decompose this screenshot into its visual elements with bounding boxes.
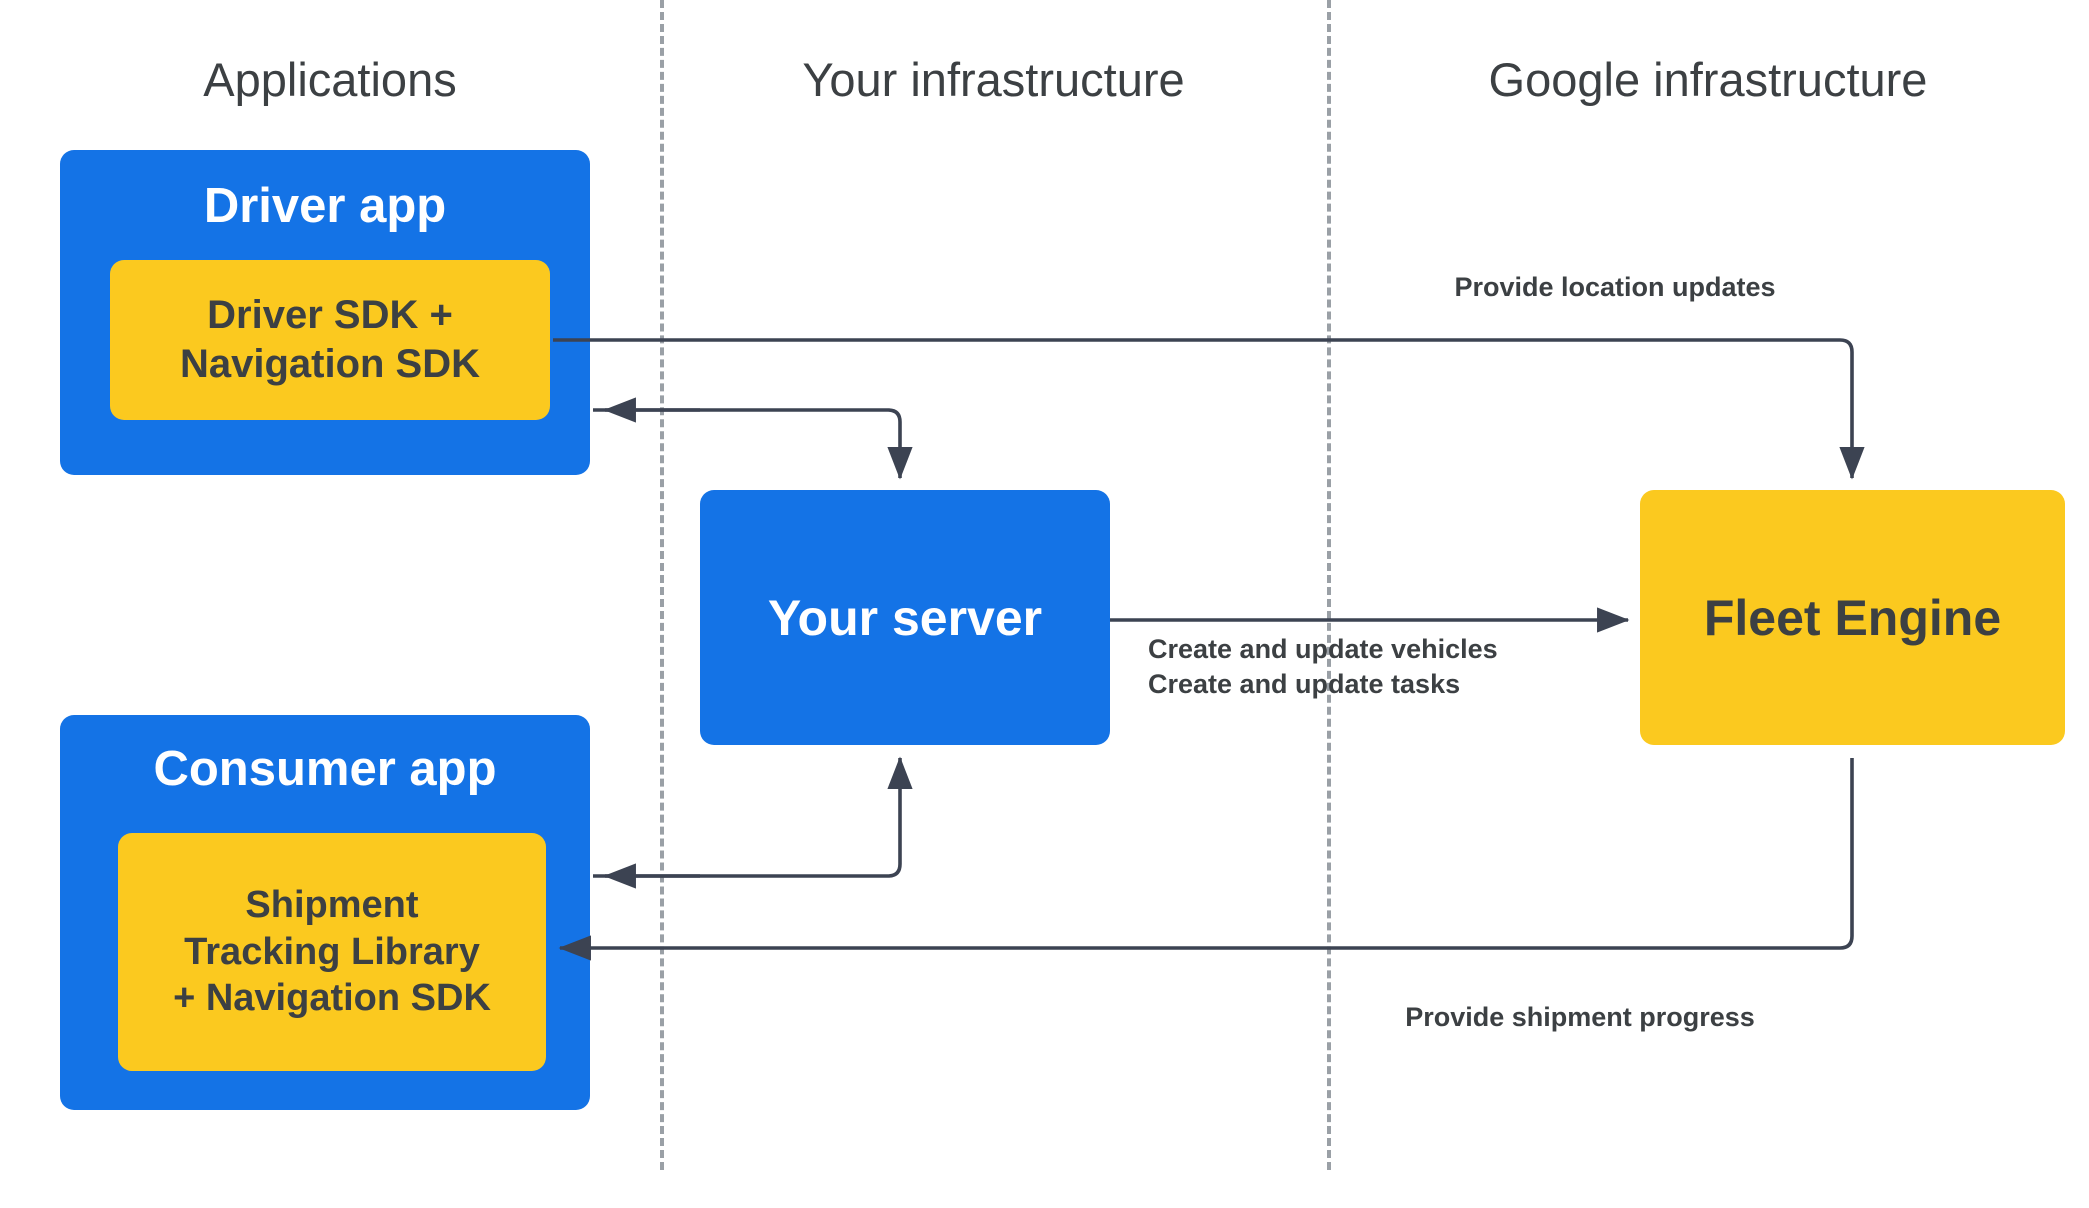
driver-sdk-line-1: Driver SDK + <box>207 293 453 338</box>
column-header-applications: Applications <box>203 53 457 106</box>
consumer-sdk-line-3: + Navigation SDK <box>173 977 491 1020</box>
node-consumer-app[interactable]: Consumer app Shipment Tracking Library +… <box>60 715 590 1110</box>
edge-consumer-to-server <box>593 756 913 878</box>
node-driver-sdk[interactable]: Driver SDK + Navigation SDK <box>110 260 550 420</box>
consumer-sdk-line-1: Shipment <box>245 884 419 927</box>
edge-provide-location-updates <box>553 338 1865 480</box>
node-fleet-engine[interactable]: Fleet Engine <box>1640 490 2065 745</box>
column-header-your-infrastructure: Your infrastructure <box>802 53 1185 106</box>
node-your-server[interactable]: Your server <box>700 490 1110 745</box>
column-header-google-infrastructure: Google infrastructure <box>1488 53 1928 106</box>
consumer-app-title: Consumer app <box>153 742 497 796</box>
edge-provide-shipment-progress <box>558 758 1854 961</box>
your-server-label: Your server <box>767 589 1043 646</box>
edge-server-to-driver-app <box>593 408 913 480</box>
edge-label-provide-location-updates: Provide location updates <box>1454 272 1776 302</box>
driver-app-title: Driver app <box>203 179 447 233</box>
consumer-sdk-line-2: Tracking Library <box>184 930 480 973</box>
edge-label-create-and-update: Create and update vehicles Create and up… <box>1148 632 1498 701</box>
divider-infrastructure-google <box>1327 0 1331 1170</box>
fleet-engine-label: Fleet Engine <box>1703 589 2002 646</box>
divider-applications-infrastructure <box>660 0 664 1170</box>
create-update-line-2: Create and update tasks <box>1148 668 1461 699</box>
driver-sdk-line-2: Navigation SDK <box>179 342 481 386</box>
node-shipment-tracking-library[interactable]: Shipment Tracking Library + Navigation S… <box>118 833 546 1071</box>
node-driver-app[interactable]: Driver app Driver SDK + Navigation SDK <box>60 150 590 475</box>
create-update-line-1: Create and update vehicles <box>1148 634 1498 664</box>
edge-label-provide-shipment-progress: Provide shipment progress <box>1405 1002 1755 1032</box>
